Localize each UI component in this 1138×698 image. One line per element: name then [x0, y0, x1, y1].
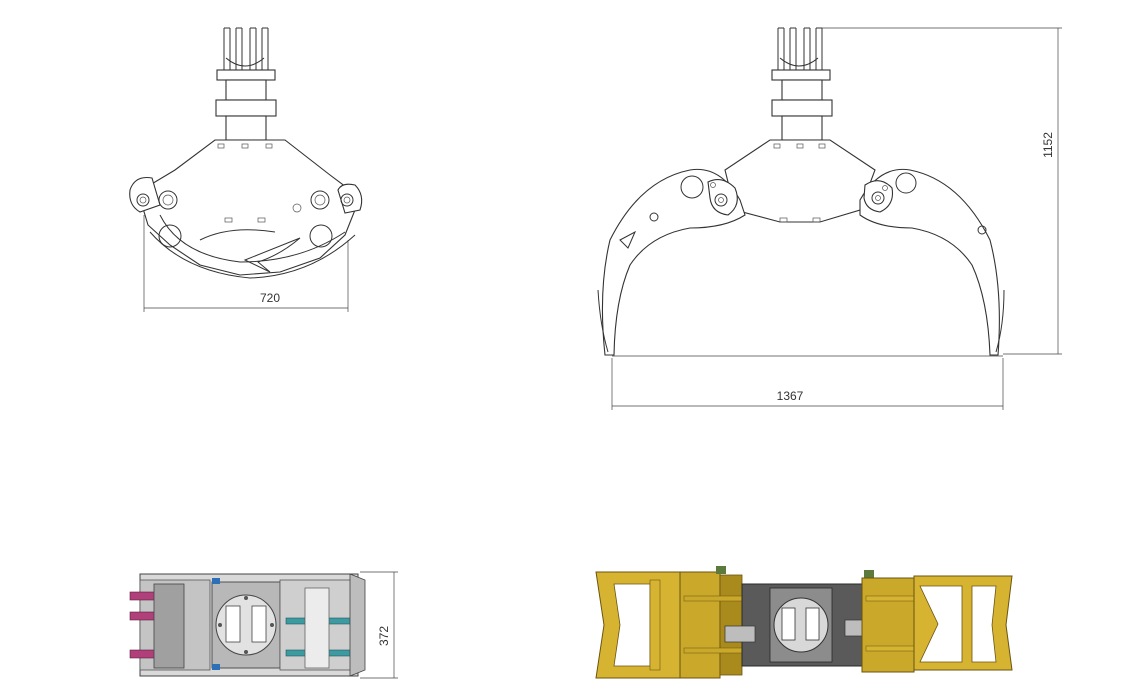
- dimension-open-width: 1367: [611, 355, 1004, 410]
- dimension-height: 1152: [822, 27, 1062, 355]
- hook-bars: [771, 27, 833, 141]
- hook-bars: [215, 27, 277, 141]
- front-view-closed: 720: [129, 27, 363, 312]
- depth-label: 372: [377, 626, 391, 646]
- grapple-frame: [141, 139, 356, 276]
- closed-width-label: 720: [260, 291, 280, 305]
- dimension-closed-width: 720: [143, 215, 349, 312]
- right-jaw: [859, 168, 1000, 356]
- pin-circles: [136, 190, 354, 248]
- height-label: 1152: [1041, 132, 1055, 158]
- front-view-open: 1367 1152: [597, 27, 1062, 410]
- top-view-gray: 372: [129, 571, 398, 679]
- dimension-depth: 372: [360, 571, 398, 679]
- open-width-label: 1367: [777, 389, 804, 403]
- left-jaw: [601, 168, 746, 356]
- top-view-yellow: [595, 566, 1013, 679]
